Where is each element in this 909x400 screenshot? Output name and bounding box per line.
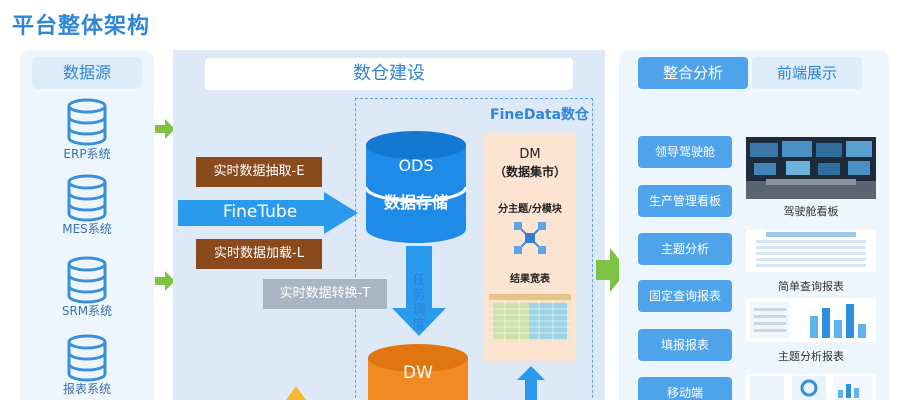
fixed-query-button[interactable]: 固定查询报表 (638, 280, 732, 312)
dw-title: DW (403, 363, 433, 383)
arrow-right-icon (596, 248, 628, 292)
load-box: 实时数据加载-L (196, 239, 322, 269)
database-icon (67, 334, 107, 382)
task-schedule-label: 任务调度 (412, 273, 426, 333)
arrow-right-icon (155, 119, 175, 139)
arrow-right-icon (155, 271, 175, 291)
cockpit-button[interactable]: 领导驾驶舱 (638, 136, 732, 168)
ods-cylinder (366, 131, 466, 243)
transform-box: 实时数据转换-T (263, 279, 387, 309)
page-title: 平台整体架构 (12, 14, 151, 39)
production-board-button[interactable]: 生产管理看板 (638, 185, 732, 217)
finedata-title: FineData数仓 (490, 107, 590, 123)
finetube-label: FineTube (222, 202, 298, 222)
cockpit-board-label: 驾驶舱看板 (783, 205, 839, 218)
extract-box: 实时数据抽取-E (196, 157, 322, 187)
dm-line-topic: 分主题/分模块 (498, 204, 562, 215)
topic-analysis-label: 主题分析报表 (778, 350, 844, 363)
tab-display[interactable]: 前端展示 (752, 57, 862, 89)
source-label-erp: ERP系统 (63, 147, 111, 161)
tab-analysis[interactable]: 整合分析 (638, 57, 748, 89)
arrow-down-icon (392, 246, 446, 336)
finetube-arrow (178, 192, 358, 234)
query-table-thumbnail (746, 230, 876, 272)
database-icon (67, 256, 107, 304)
cockpit-photo (746, 137, 876, 199)
warehouse-header: 数仓建设 (205, 58, 573, 90)
topic-chart-thumbnail (746, 298, 876, 342)
dm-line-widetable: 结果宽表 (510, 274, 550, 285)
source-panel (20, 50, 154, 400)
finedata-region (355, 98, 593, 400)
mobile-thumbnail (746, 374, 876, 400)
network-icon (514, 222, 546, 254)
database-icon (67, 98, 107, 146)
arrow-up-icon (517, 366, 545, 400)
table-thumbnail (489, 294, 571, 342)
fill-report-button[interactable]: 填报报表 (638, 329, 732, 361)
dw-cylinder (368, 344, 468, 400)
mobile-button[interactable]: 移动端 (638, 377, 732, 400)
simple-query-label: 简单查询报表 (778, 280, 844, 293)
arrow-up-icon (286, 386, 306, 400)
source-header: 数据源 (32, 57, 142, 89)
source-label-srm: SRM系统 (61, 304, 113, 318)
dm-title: DM (519, 147, 541, 162)
ods-title: ODS (398, 156, 434, 175)
dm-subtitle: （数据集市） (493, 165, 566, 179)
ods-subtitle: 数据存储 (383, 193, 448, 212)
topic-analysis-button[interactable]: 主题分析 (638, 233, 732, 265)
source-label-mes: MES系统 (62, 222, 112, 236)
database-icon (67, 174, 107, 222)
source-label-report: 报表系统 (62, 382, 111, 396)
